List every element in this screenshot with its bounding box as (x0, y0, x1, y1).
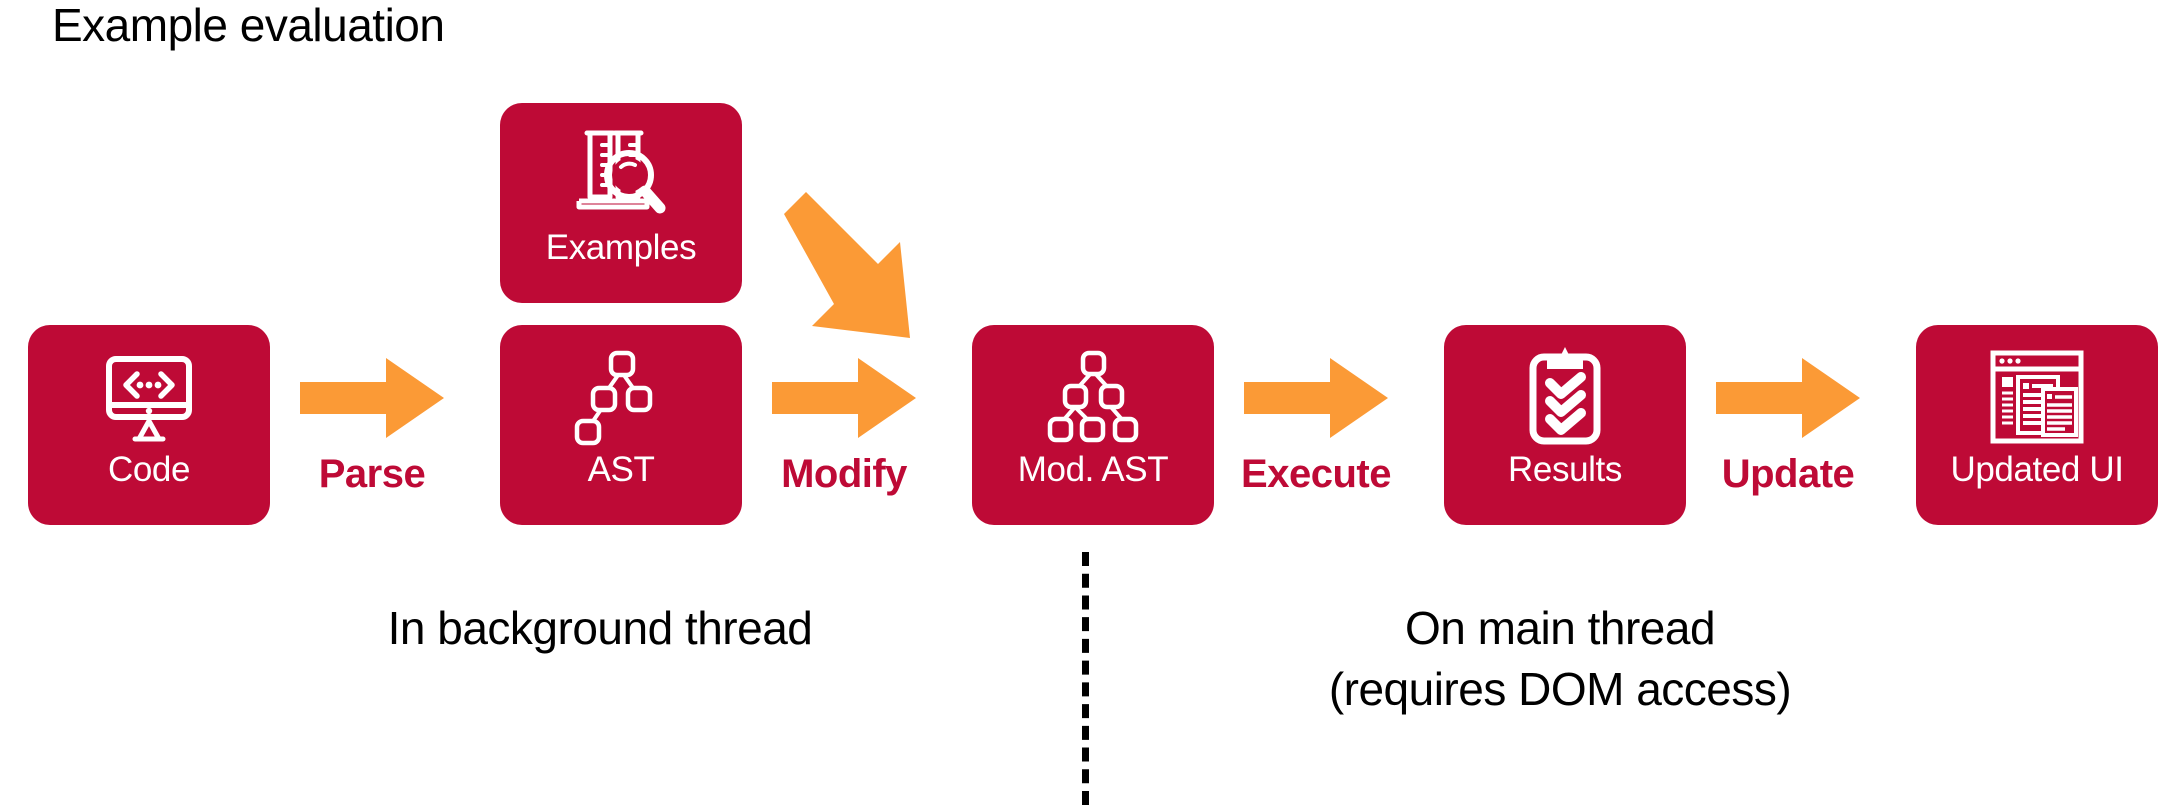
page-title: Example evaluation (52, 0, 445, 51)
arrow-label-modify: Modify (781, 452, 907, 496)
footnote-background-thread: In background thread (387, 602, 813, 654)
test-tubes-magnifier-icon (500, 119, 742, 231)
thread-boundary-divider (1082, 552, 1089, 805)
arrow-label-update: Update (1721, 452, 1855, 496)
node-label-code: Code (107, 450, 191, 489)
node-ast[interactable]: AST (500, 325, 742, 525)
node-label-mod-ast: Mod. AST (1017, 450, 1169, 489)
node-label-ast: AST (587, 450, 655, 489)
node-label-updated-ui: Updated UI (1950, 450, 2124, 489)
monitor-code-icon (28, 341, 270, 453)
node-updated-ui[interactable]: Updated UI (1916, 325, 2158, 525)
arrow-label-execute: Execute (1241, 452, 1391, 496)
arrow-modify (772, 352, 916, 444)
footnote-main-line1: On main thread (1404, 602, 1716, 654)
tree-large-icon (972, 341, 1214, 453)
tree-small-icon (500, 341, 742, 453)
node-examples[interactable]: Examples (500, 103, 742, 303)
footnote-main-thread: On main thread (requires DOM access) (1200, 598, 1920, 719)
node-code[interactable]: Code (28, 325, 270, 525)
browser-window-icon (1916, 341, 2158, 453)
arrow-label-parse: Parse (318, 452, 426, 496)
arrow-examples-to-mod-ast (768, 188, 958, 348)
node-mod-ast[interactable]: Mod. AST (972, 325, 1214, 525)
arrow-execute (1244, 352, 1388, 444)
node-results[interactable]: Results (1444, 325, 1686, 525)
clipboard-checklist-icon (1444, 341, 1686, 453)
footnote-main-line2: (requires DOM access) (1328, 662, 1792, 715)
node-label-results: Results (1508, 450, 1622, 489)
arrow-parse (300, 352, 444, 444)
arrow-update (1716, 352, 1860, 444)
node-label-examples: Examples (545, 228, 697, 267)
